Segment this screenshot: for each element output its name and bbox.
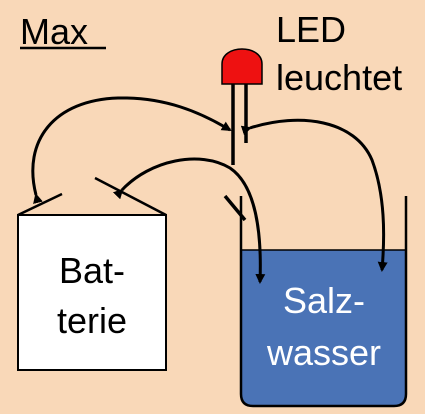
- water: [241, 250, 406, 406]
- arrow-battery-to-led: [31, 96, 232, 204]
- led-label-line1: LED: [276, 9, 346, 50]
- battery-label-line1: Bat-: [59, 250, 125, 291]
- led-bulb: [221, 48, 263, 85]
- connection-arrows: [31, 96, 388, 284]
- led-label-line2: leuchtet: [276, 57, 402, 98]
- arrow-led-to-water: [240, 118, 388, 272]
- salt-water-label-line2: wasser: [266, 332, 381, 373]
- battery-label-line2: terie: [57, 300, 127, 341]
- title-max: Max: [20, 11, 88, 52]
- beaker-outline: [239, 196, 408, 408]
- battery-body: [17, 214, 167, 371]
- salt-water-label-line1: Salz-: [283, 280, 365, 321]
